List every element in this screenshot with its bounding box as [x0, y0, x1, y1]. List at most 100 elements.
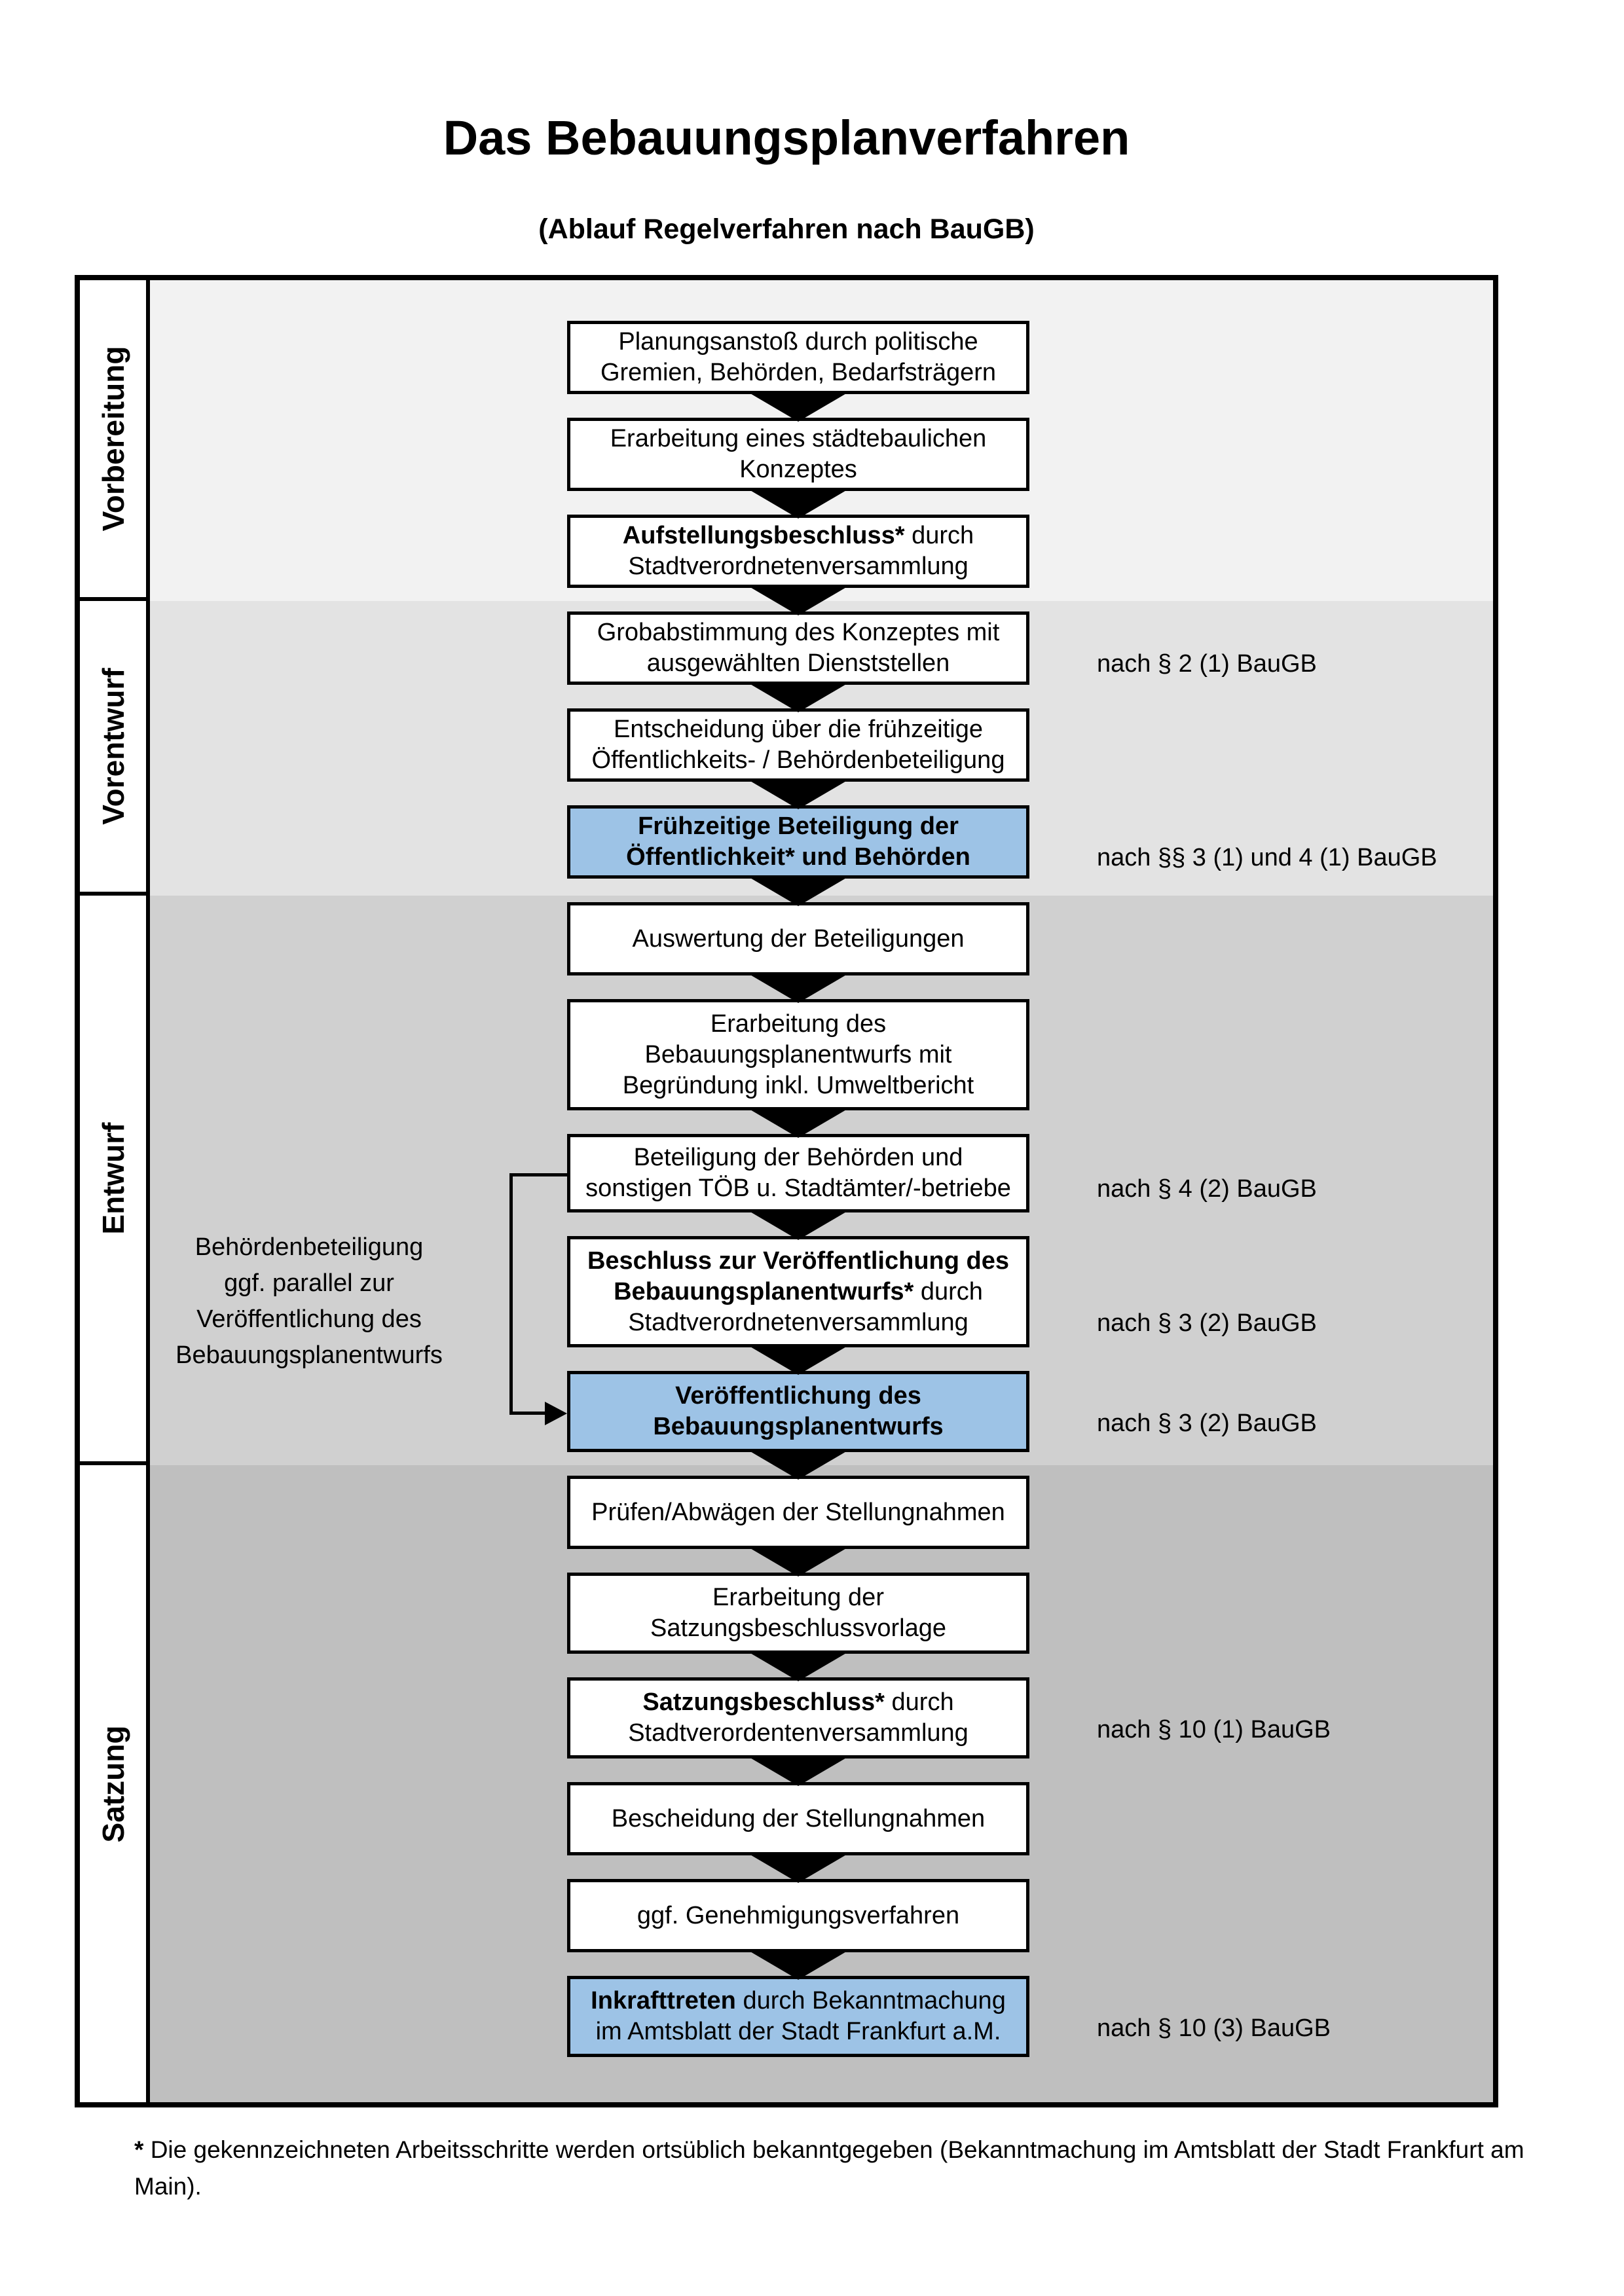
step-text: Erarbeitung des [710, 1010, 887, 1038]
step-text-line: Grobabstimmung des Konzeptes mit [597, 617, 1000, 648]
step-text-line: Beteiligung der Behörden und [634, 1142, 963, 1173]
step-text: durch Bekanntmachung [735, 1987, 1006, 2014]
step-text-line: Erarbeitung eines städtebaulichen [610, 424, 987, 454]
step-text: ausgewählten Dienststellen [646, 649, 950, 677]
parallel-connector-line [509, 1173, 570, 1176]
step-veroeffentlichung: Veröffentlichung des Bebauungsplanentwur… [567, 1371, 1029, 1452]
step-text: Beteiligung der Behörden und [633, 1144, 963, 1171]
page-subtitle: (Ablauf Regelverfahren nach BauGB) [538, 213, 1035, 245]
arrow-down-icon [749, 1451, 847, 1480]
legal-ref: nach § 10 (3) BauGB [1097, 2014, 1331, 2042]
arrow-down-icon [749, 877, 847, 906]
legal-ref: nach § 10 (1) BauGB [1097, 1716, 1331, 1743]
step-text-line: Bebauungsplanentwurfs [653, 1412, 943, 1442]
footnote-text: Die gekennzeichneten Arbeitsschritte wer… [134, 2136, 1524, 2200]
step-text: Grobabstimmung des Konzeptes mit [597, 619, 1000, 646]
footnote: * Die gekennzeichneten Arbeitsschritte w… [134, 2132, 1542, 2205]
step-grobabstimmung: Grobabstimmung des Konzeptes mit ausgewä… [567, 611, 1029, 685]
arrow-down-icon [749, 1109, 847, 1138]
step-erarbeitung-entwurf: Erarbeitung des Bebauungsplanentwurfs mi… [567, 999, 1029, 1110]
step-text: Bebauungsplanentwurfs mit [644, 1040, 952, 1068]
phase-label-vorbereitung: Vorbereitung [96, 346, 130, 532]
arrow-right-icon [545, 1402, 567, 1425]
arrow-down-icon [749, 1951, 847, 1980]
step-text-line: Satzungsbeschluss* durch [642, 1687, 953, 1718]
step-text: Erarbeitung der [712, 1584, 884, 1611]
arrow-down-icon [749, 974, 847, 1003]
parallel-annotation: Behördenbeteiligung ggf. parallel zur Ve… [145, 1230, 473, 1374]
step-text-bold: Inkrafttreten [591, 1987, 736, 2014]
phase-cell-satzung: Satzung [80, 1465, 146, 2102]
step-text-line: Erarbeitung des [710, 1009, 886, 1040]
step-fruehzeitige-beteiligung: Frühzeitige Beteiligung der Öffentlichke… [567, 805, 1029, 879]
step-text-bold: Bebauungsplanentwurfs* [614, 1277, 914, 1305]
step-bescheidung: Bescheidung der Stellungnahmen [567, 1782, 1029, 1855]
step-text-line: ausgewählten Dienststellen [647, 648, 950, 679]
flowchart: Vorbereitung Vorentwurf Entwurf Satzung … [75, 275, 1498, 2107]
annotation-line: Behördenbeteiligung [194, 1233, 424, 1261]
parallel-connector-line [509, 1173, 513, 1415]
phase-sidebar: Vorbereitung Vorentwurf Entwurf Satzung [80, 280, 150, 2102]
step-aufstellungsbeschluss: Aufstellungsbeschluss* durch Stadtverord… [567, 515, 1029, 588]
step-text-line: Frühzeitige Beteiligung der [638, 811, 959, 842]
step-text-line: Prüfen/Abwägen der Stellungnahmen [591, 1497, 1005, 1528]
arrow-down-icon [749, 1346, 847, 1375]
step-text: Öffentlichkeits- / Behördenbeteiligung [591, 746, 1005, 774]
step-text-bold: Beschluss zur Veröffentlichung des [587, 1247, 1010, 1275]
step-text: Stadtverordentenversammlung [628, 1719, 969, 1747]
step-text-line: im Amtsblatt der Stadt Frankfurt a.M. [596, 2016, 1001, 2047]
legal-ref: nach §§ 3 (1) und 4 (1) BauGB [1097, 844, 1437, 871]
step-text-line: Bebauungsplanentwurfs* durch [614, 1277, 983, 1307]
step-text-line: Auswertung der Beteiligungen [632, 924, 964, 955]
step-text-bold: Veröffentlichung des [675, 1382, 921, 1410]
arrow-down-icon [749, 780, 847, 809]
step-text-line: Bebauungsplanentwurfs mit [645, 1040, 952, 1070]
step-text-line: Erarbeitung der [712, 1582, 884, 1613]
phase-label-entwurf: Entwurf [96, 1122, 130, 1235]
step-erarbeitung-konzept: Erarbeitung eines städtebaulichen Konzep… [567, 418, 1029, 491]
step-text-bold: Aufstellungsbeschluss* [622, 522, 905, 549]
step-inkrafttreten: Inkrafttreten durch Bekanntmachung im Am… [567, 1976, 1029, 2057]
phase-label-vorentwurf: Vorentwurf [96, 668, 130, 825]
step-text: durch [884, 1688, 954, 1716]
step-pruefen-abwaegen: Prüfen/Abwägen der Stellungnahmen [567, 1476, 1029, 1549]
step-text: Bescheidung der Stellungnahmen [611, 1804, 986, 1832]
step-entscheidung-beteiligung: Entscheidung über die frühzeitige Öffent… [567, 708, 1029, 782]
legal-ref: nach § 3 (2) BauGB [1097, 1410, 1317, 1437]
step-text: durch [913, 1277, 983, 1305]
step-text-line: Stadtverordentenversammlung [628, 1718, 969, 1749]
step-text: Stadtverordnetenversammlung [628, 1308, 969, 1336]
step-text-line: Gremien, Behörden, Bedarfsträgern [600, 357, 996, 388]
arrow-down-icon [749, 1854, 847, 1883]
step-text: Planungsanstoß durch politische [618, 328, 978, 355]
step-text: Auswertung der Beteiligungen [632, 924, 965, 953]
arrow-down-icon [749, 1211, 847, 1240]
arrow-down-icon [749, 1652, 847, 1681]
step-satzungsvorlage: Erarbeitung der Satzungsbeschlussvorlage [567, 1573, 1029, 1654]
step-text-line: Öffentlichkeits- / Behördenbeteiligung [592, 745, 1005, 776]
step-text-line: Veröffentlichung des [675, 1381, 921, 1412]
legal-ref: nach § 2 (1) BauGB [1097, 650, 1317, 678]
step-auswertung: Auswertung der Beteiligungen [567, 902, 1029, 975]
arrow-down-icon [749, 683, 847, 712]
step-text-line: Stadtverordnetenversammlung [628, 1307, 969, 1338]
step-behoerdenbeteiligung: Beteiligung der Behörden und sonstigen T… [567, 1134, 1029, 1212]
step-text-bold: Öffentlichkeit* und Behörden [626, 843, 970, 871]
phase-label-satzung: Satzung [96, 1725, 130, 1842]
step-text: Entscheidung über die frühzeitige [613, 716, 984, 743]
step-veroeffentlichungsbeschluss: Beschluss zur Veröffentlichung des Bebau… [567, 1236, 1029, 1347]
step-text-line: Stadtverordnetenversammlung [628, 551, 969, 582]
step-text-line: sonstigen TÖB u. Stadtämter/-betriebe [585, 1173, 1011, 1204]
arrow-down-icon [749, 1548, 847, 1576]
page-title: Das Bebauungsplanverfahren [443, 111, 1130, 165]
footnote-marker: * [134, 2136, 144, 2163]
step-text: Begründung inkl. Umweltbericht [622, 1071, 974, 1099]
step-text-line: Bescheidung der Stellungnahmen [612, 1804, 985, 1834]
arrow-down-icon [749, 490, 847, 519]
legal-ref: nach § 3 (2) BauGB [1097, 1309, 1317, 1337]
step-genehmigungsverfahren: ggf. Genehmigungsverfahren [567, 1879, 1029, 1952]
step-text-bold: Frühzeitige Beteiligung der [638, 812, 959, 840]
step-text: sonstigen TÖB u. Stadtämter/-betriebe [585, 1175, 1011, 1202]
step-text: durch [904, 522, 974, 549]
